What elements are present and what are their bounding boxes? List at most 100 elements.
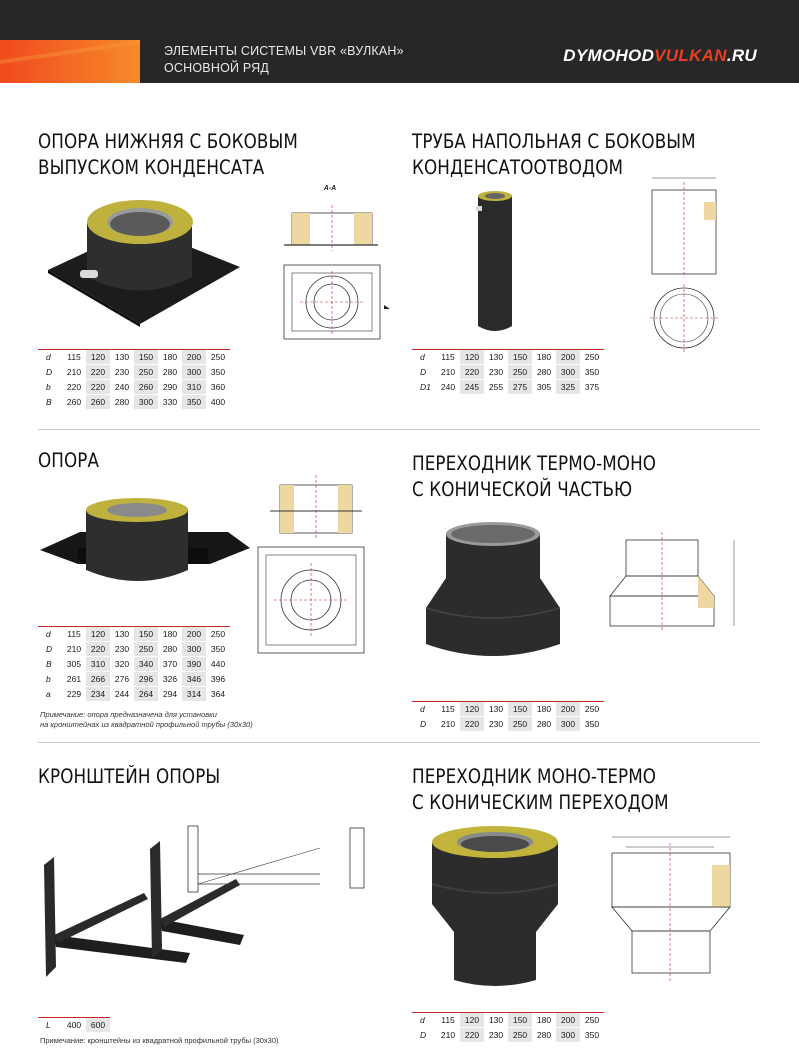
section-divider: [38, 742, 760, 743]
table-cell: 200: [182, 626, 206, 642]
table-cell: 130: [110, 626, 134, 642]
table-cell: 210: [436, 1027, 460, 1043]
table-cell: 280: [532, 364, 556, 380]
title-line: С КОНИЧЕСКИМ ПЕРЕХОДОМ: [412, 791, 669, 814]
table-cell: 600: [86, 1017, 110, 1033]
drawing-lower-support: А-А: [283, 185, 390, 340]
table-cell: 440: [206, 656, 230, 672]
table-cell: 120: [460, 349, 484, 365]
section-title-5: КРОНШТЕЙН ОПОРЫ: [38, 764, 220, 790]
header-line-2: ОСНОВНОЙ РЯД: [164, 61, 270, 75]
section-divider: [38, 429, 760, 430]
table-cell: 325: [556, 379, 580, 395]
table-cell: 250: [206, 626, 230, 642]
row-label: D: [38, 364, 62, 380]
table-cell: 120: [460, 701, 484, 717]
product-render-brackets: [44, 841, 244, 977]
table-cell: 244: [110, 686, 134, 702]
table-cell: 240: [110, 379, 134, 395]
table-cell: 350: [580, 716, 604, 732]
title-line: ОПОРА НИЖНЯЯ С БОКОВЫМ: [38, 130, 298, 153]
table-cell: 396: [206, 671, 230, 687]
table-cell: 300: [134, 394, 158, 410]
row-label: L: [38, 1017, 62, 1033]
table-cell: 250: [134, 364, 158, 380]
table-cell: 364: [206, 686, 230, 702]
note-bracket: Примечание: кронштейны из квадратной про…: [40, 1036, 279, 1045]
row-label: B: [38, 394, 62, 410]
drawing-support: [257, 475, 365, 654]
table-cell: 350: [580, 364, 604, 380]
table-cell: 390: [182, 656, 206, 672]
header-background: [0, 40, 140, 83]
row-label: d: [412, 349, 436, 365]
table-cell: 275: [508, 379, 532, 395]
table-cell: 180: [158, 349, 182, 365]
table-cell: 210: [62, 641, 86, 657]
table-cell: 220: [460, 364, 484, 380]
row-label: D1: [412, 379, 436, 395]
table-cell: 326: [158, 671, 182, 687]
row-label: b: [38, 379, 62, 395]
table-cell: 350: [206, 364, 230, 380]
table-cell: 150: [508, 349, 532, 365]
table-cell: 330: [158, 394, 182, 410]
header-line-1: ЭЛЕМЕНТЫ СИСТЕМЫ VBR «ВУЛКАН»: [164, 44, 404, 58]
table-cell: 130: [484, 349, 508, 365]
table-cell: 200: [556, 349, 580, 365]
table-cell: 250: [206, 349, 230, 365]
brand-logo[interactable]: DYMOHODVULKAN.RU: [563, 46, 757, 66]
note-support: Примечание: опора предназначена для уста…: [40, 710, 253, 730]
brand-part-2: VULKAN: [654, 46, 727, 65]
table-cell: 180: [532, 349, 556, 365]
row-label: D: [412, 1027, 436, 1043]
table-cell: 305: [532, 379, 556, 395]
table-cell: 280: [532, 716, 556, 732]
table-cell: 360: [206, 379, 230, 395]
table-cell: 230: [110, 641, 134, 657]
section-title-1: ОПОРА НИЖНЯЯ С БОКОВЫМ ВЫПУСКОМ КОНДЕНСА…: [38, 129, 298, 181]
row-label: a: [38, 686, 62, 702]
drawing-thermo-mono: [609, 532, 735, 632]
table-cell: 250: [508, 364, 532, 380]
row-label: d: [38, 349, 62, 365]
product-render-support: [40, 498, 250, 581]
table-cell: 255: [484, 379, 508, 395]
drawing-mono-thermo: [611, 836, 731, 981]
table-cell: 250: [580, 701, 604, 717]
table-cell: 120: [86, 349, 110, 365]
table-cell: 260: [134, 379, 158, 395]
section-title-4: ПЕРЕХОДНИК ТЕРМО-МОНО С КОНИЧЕСКОЙ ЧАСТЬ…: [412, 451, 656, 503]
table-cell: 320: [110, 656, 134, 672]
table-cell: 280: [158, 364, 182, 380]
table-cell: 120: [460, 1012, 484, 1028]
table-cell: 150: [508, 1012, 532, 1028]
title-line: КОНДЕНСАТООТВОДОМ: [412, 156, 624, 179]
page-header: ЭЛЕМЕНТЫ СИСТЕМЫ VBR «ВУЛКАН» ОСНОВНОЙ Р…: [0, 0, 799, 83]
table-cell: 210: [436, 716, 460, 732]
row-label: D: [38, 641, 62, 657]
table-cell: 220: [62, 379, 86, 395]
table-cell: 300: [182, 364, 206, 380]
table-cell: 130: [484, 701, 508, 717]
table-cell: 115: [62, 626, 86, 642]
table-cell: 150: [508, 701, 532, 717]
table-cell: 210: [62, 364, 86, 380]
table-cell: 300: [182, 641, 206, 657]
table-cell: 220: [460, 1027, 484, 1043]
table-cell: 250: [134, 641, 158, 657]
table-cell: 229: [62, 686, 86, 702]
table-cell: 264: [134, 686, 158, 702]
table-cell: 115: [436, 1012, 460, 1028]
table-cell: 276: [110, 671, 134, 687]
